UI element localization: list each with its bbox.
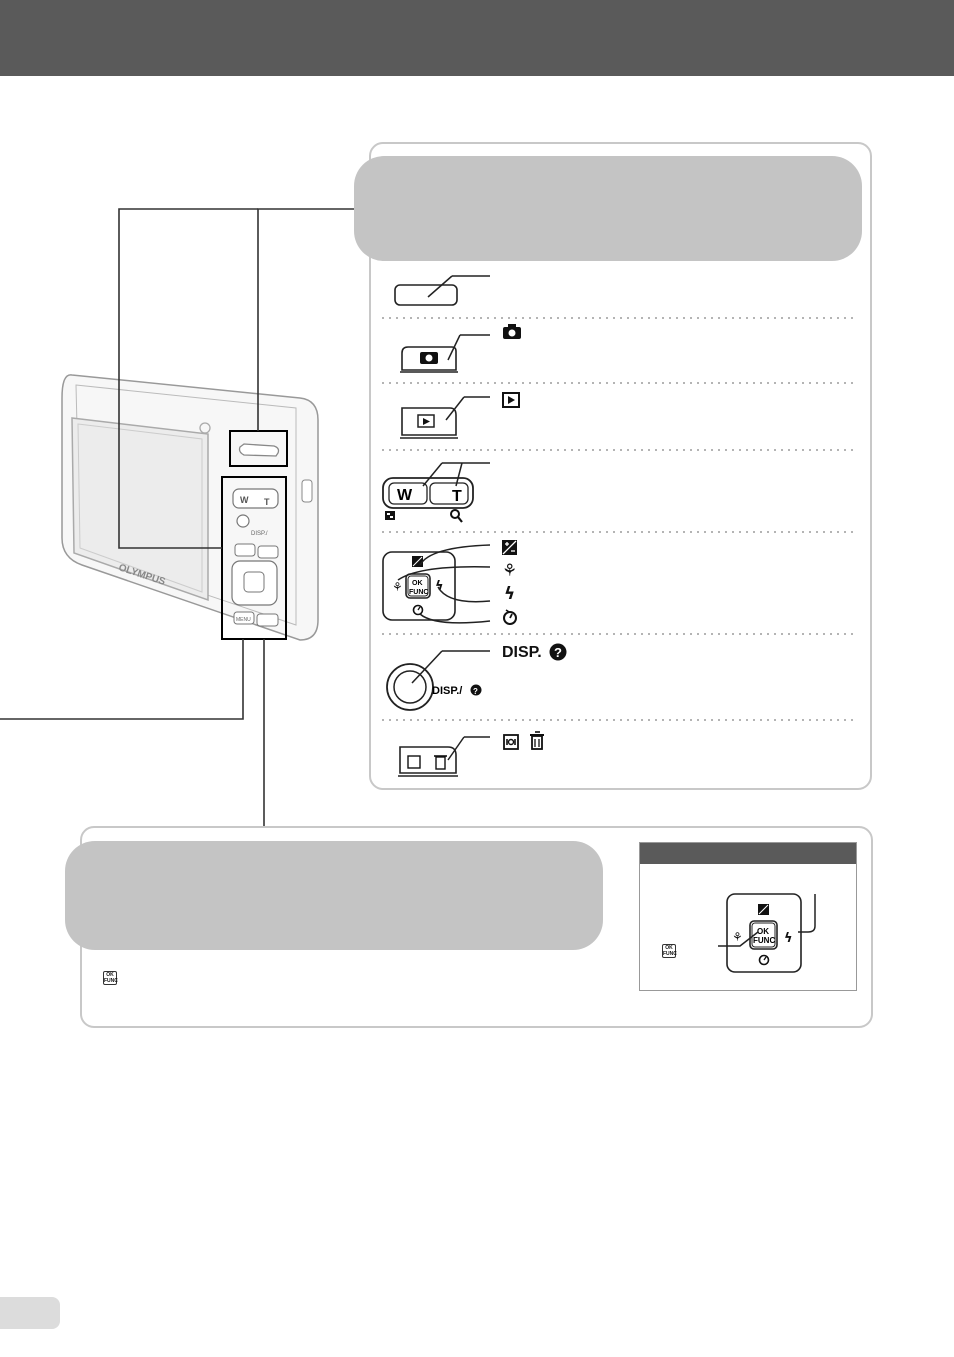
svg-text:?: ?	[554, 645, 562, 660]
controls-highlight	[221, 476, 287, 640]
svg-text:T: T	[264, 497, 270, 507]
help-arrow-pad: OK FUNC ⚘ ϟ	[718, 893, 816, 973]
svg-text:ϟ: ϟ	[784, 931, 793, 946]
macro-icon: ⚘	[502, 561, 518, 581]
svg-text:T: T	[452, 488, 462, 505]
function-panel-heading	[65, 841, 603, 950]
svg-text:FUNC: FUNC	[409, 589, 428, 596]
flash-icon: ϟ	[504, 584, 516, 604]
help-ok-func-symbol: OK FUNC	[662, 944, 677, 958]
svg-text:FUNC: FUNC	[753, 936, 775, 945]
svg-text:OK: OK	[412, 580, 423, 587]
svg-text:?: ?	[473, 687, 478, 696]
help-box-header	[640, 843, 856, 864]
shutter-button-small	[238, 443, 280, 457]
shake-trash-icons	[502, 731, 546, 756]
ok-func-symbol: OK FUNC	[103, 971, 118, 985]
buttons-panel-heading	[354, 156, 862, 261]
header-bar	[0, 0, 954, 76]
help-icon: ?	[549, 643, 567, 666]
svg-text:DISP./: DISP./	[251, 531, 268, 537]
svg-text:MENU: MENU	[236, 617, 251, 623]
playback-mode-icon	[502, 392, 520, 413]
camera-mode-icon	[502, 324, 522, 345]
svg-text:OK: OK	[757, 927, 769, 936]
shutter-button	[394, 284, 458, 306]
camera-illustration: OLYMPUS W T DISP./ MENU	[0, 208, 355, 826]
lcd-screen	[71, 417, 209, 602]
disp-label: DISP.	[502, 644, 542, 661]
svg-text:DISP./: DISP./	[432, 685, 462, 697]
svg-text:⚘: ⚘	[732, 930, 743, 944]
self-timer-icon	[502, 609, 518, 630]
button-diagrams: W T OK FUNC ⚘ ϟ DISP./ ?	[382, 275, 491, 777]
svg-text:W: W	[240, 495, 249, 505]
exposure-icon	[502, 540, 517, 560]
svg-text:ϟ: ϟ	[435, 579, 444, 594]
svg-text:⚘: ⚘	[392, 580, 403, 594]
page-number-tab	[0, 1297, 60, 1329]
svg-text:W: W	[397, 487, 413, 504]
